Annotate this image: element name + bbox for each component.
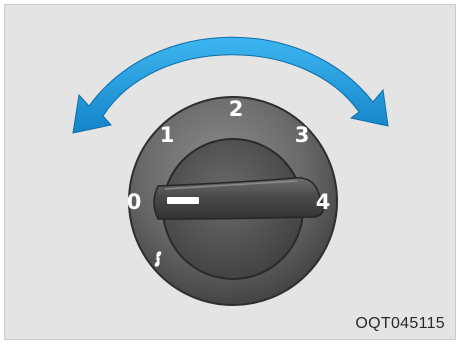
figure-code: OQT045115 <box>355 315 445 333</box>
position-label-1: 1 <box>160 123 175 147</box>
figure-frame: 0 1 2 3 4 OQT045115 <box>4 4 456 340</box>
position-label-3: 3 <box>295 123 310 147</box>
fan-speed-dial-diagram: 0 1 2 3 4 <box>5 5 457 341</box>
position-indicator <box>167 197 199 204</box>
position-label-0: 0 <box>127 190 142 214</box>
position-label-2: 2 <box>229 97 244 121</box>
position-label-4: 4 <box>316 190 331 214</box>
